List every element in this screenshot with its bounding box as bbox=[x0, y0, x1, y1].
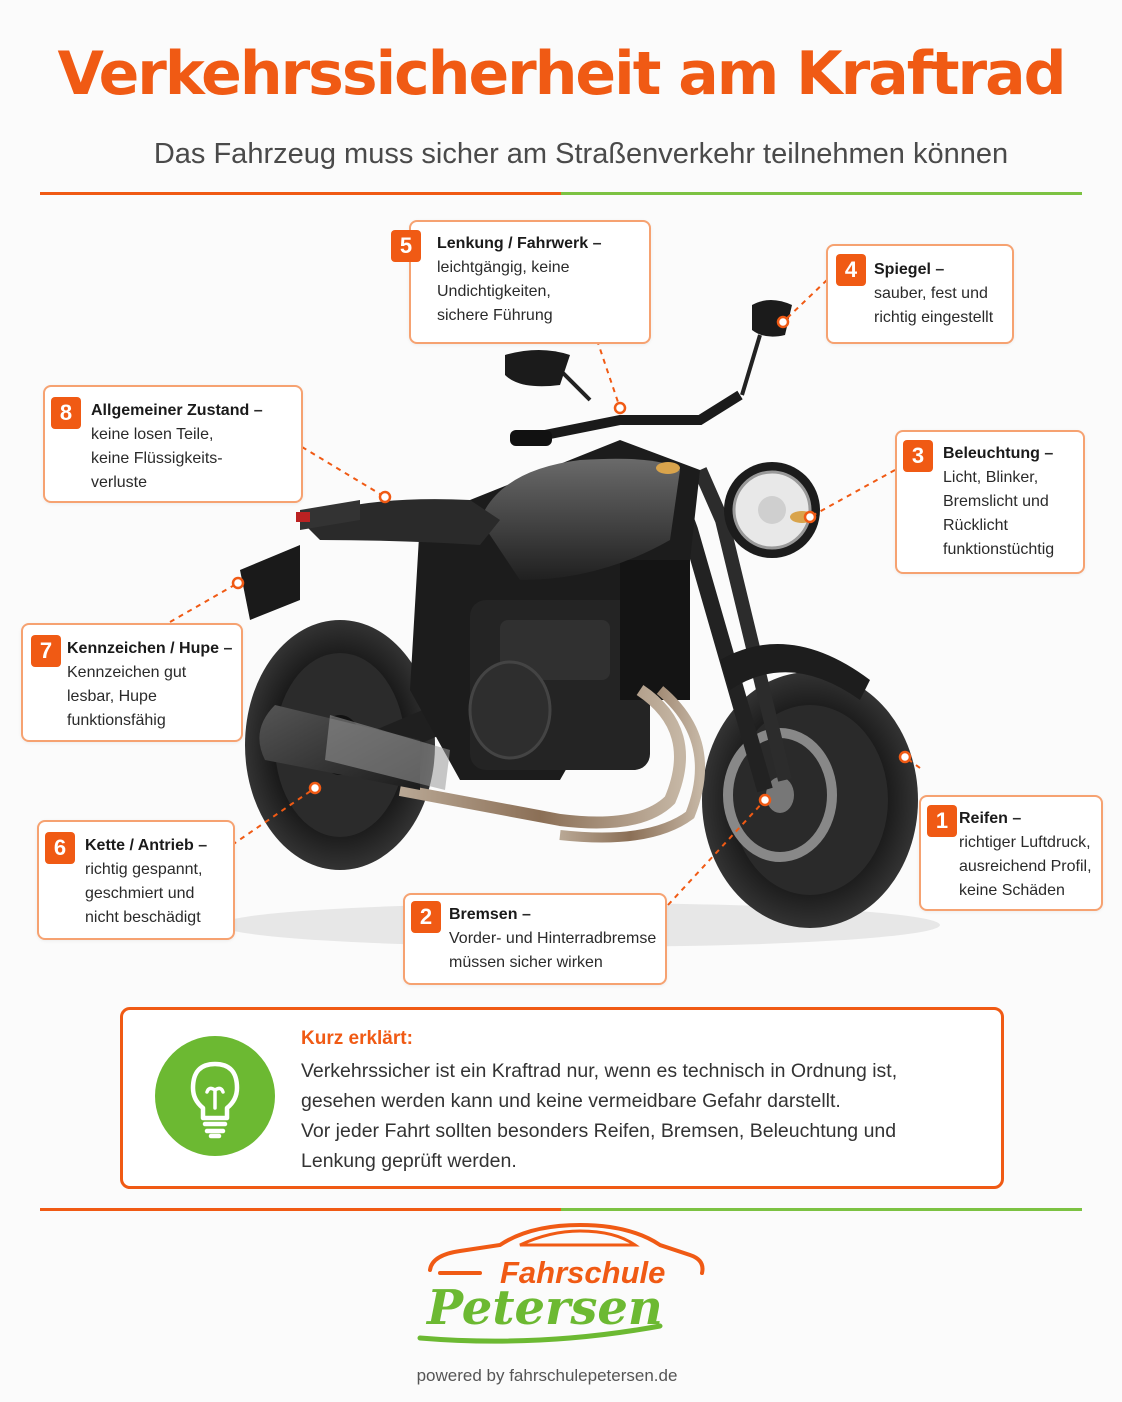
callout-allgemeiner-zustand: 8 Allgemeiner Zustand – keine losen Teil… bbox=[43, 385, 303, 503]
callout-beleuchtung: 3 Beleuchtung – Licht, Blinker, Bremslic… bbox=[895, 430, 1085, 574]
logo-line1: Fahrschule bbox=[500, 1255, 666, 1290]
logo-line2: Petersen bbox=[427, 1280, 663, 1336]
bottom-divider bbox=[40, 1208, 1082, 1211]
callout-number: 1 bbox=[927, 805, 957, 837]
callout-number: 4 bbox=[836, 254, 866, 286]
car-outline-icon bbox=[428, 1222, 705, 1275]
footer-text: powered by fahrschulepetersen.de bbox=[416, 1366, 678, 1385]
page-subtitle: Das Fahrzeug muss sicher am Straßenverke… bbox=[153, 138, 1009, 170]
callout-lenkung: 5 Lenkung / Fahrwerk – leichtgängig, kei… bbox=[391, 220, 651, 344]
callout-kette: 6 Kette / Antrieb – richtig gespannt, ge… bbox=[37, 820, 235, 940]
lightbulb-icon bbox=[155, 1036, 275, 1156]
callout-reifen: 1 Reifen – richtiger Luftdruck, ausreich… bbox=[919, 795, 1103, 911]
callout-kennzeichen: 7 Kennzeichen / Hupe – Kennzeichen gut l… bbox=[21, 623, 243, 742]
page-title: Verkehrssicherheit am Kraftrad bbox=[57, 39, 1066, 109]
callout-heading: Reifen bbox=[959, 810, 1008, 827]
callout-heading: Beleuchtung bbox=[943, 445, 1040, 462]
callout-heading: Lenkung / Fahrwerk bbox=[437, 235, 589, 252]
callout-heading: Bremsen bbox=[449, 906, 518, 923]
callout-number: 7 bbox=[31, 635, 61, 667]
callout-number: 2 bbox=[411, 901, 441, 933]
callout-spiegel: 4 Spiegel – sauber, fest und richtig ein… bbox=[826, 244, 1014, 344]
motorcycle-image bbox=[169, 279, 940, 947]
summary-text: Verkehrssicher ist ein Kraftrad nur, wen… bbox=[301, 1060, 898, 1172]
callout-heading: Kennzeichen / Hupe bbox=[67, 640, 220, 657]
callout-number: 5 bbox=[391, 230, 421, 262]
callout-number: 8 bbox=[51, 397, 81, 429]
callout-bremsen: 2 Bremsen – Vorder- und Hinterradbremse … bbox=[403, 893, 667, 985]
logo-swoosh-icon bbox=[417, 1323, 663, 1344]
callout-heading: Kette / Antrieb bbox=[85, 837, 194, 854]
callout-heading: Allgemeiner Zustand bbox=[91, 402, 250, 419]
callout-number: 3 bbox=[903, 440, 933, 472]
top-divider bbox=[40, 192, 1082, 195]
summary-title: Kurz erklärt: bbox=[301, 1028, 413, 1049]
callout-number: 6 bbox=[45, 832, 75, 864]
summary-box: Kurz erklärt: Verkehrssicher ist ein Kra… bbox=[120, 1007, 1004, 1189]
callout-heading: Spiegel bbox=[874, 261, 931, 278]
